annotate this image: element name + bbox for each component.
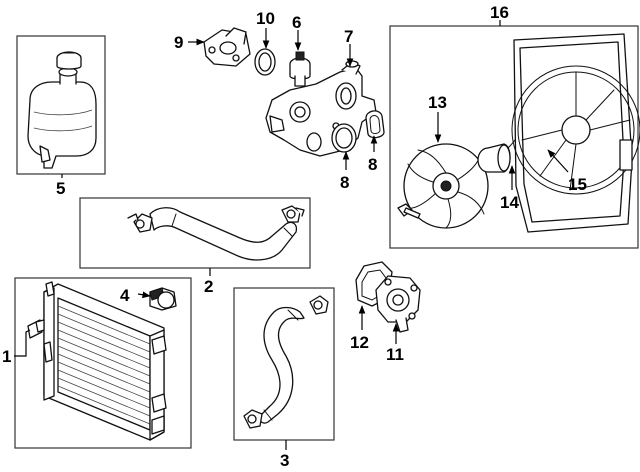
callout-12: 12 (350, 333, 369, 352)
fan-shroud (511, 33, 640, 233)
lower-hose-group-frame (233, 287, 335, 441)
upper-radiator-hose (149, 207, 298, 261)
callout-9: 9 (174, 33, 183, 52)
upper-hose-clamp-right (281, 205, 305, 223)
callout-15: 15 (568, 175, 587, 194)
callout-8-left: 8 (340, 173, 349, 192)
callout-8-right: 8 (368, 155, 377, 174)
callout-7: 7 (344, 27, 353, 46)
coolant-housing (265, 60, 377, 157)
reservoir-group-frame (16, 35, 106, 175)
radiator (43, 281, 167, 441)
callout-10: 10 (256, 9, 275, 28)
fan-motor (477, 119, 527, 173)
reservoir-cap (56, 51, 82, 70)
upper-hose-clamp-left (127, 213, 153, 233)
callout-13: 13 (428, 93, 447, 112)
callout-2: 2 (204, 277, 213, 296)
lower-radiator-hose (258, 306, 305, 424)
water-pump (375, 275, 421, 333)
callout-5: 5 (56, 179, 65, 198)
callout-6: 6 (292, 13, 301, 32)
outlet-gasket (254, 48, 276, 76)
upper-hose-group-frame (79, 197, 311, 269)
callout-14: 14 (500, 193, 519, 212)
fan-assembly-group-frame (389, 25, 639, 249)
callout-4: 4 (120, 286, 130, 305)
callout-16: 16 (490, 3, 509, 22)
housing-gasket-right (365, 110, 385, 139)
callout-3: 3 (280, 451, 289, 470)
radiator-mount-bracket (27, 319, 45, 339)
callout-11: 11 (386, 345, 404, 364)
fan-retaining-bolt (397, 203, 421, 219)
radiator-cap (149, 287, 177, 311)
water-outlet-fitting (203, 27, 251, 67)
lower-hose-clamp-bottom (243, 409, 263, 429)
callout-1: 1 (2, 347, 11, 366)
radiator-group-frame (14, 277, 192, 449)
thermostat (289, 51, 311, 87)
coolant-reservoir (27, 67, 97, 169)
cooling-fan-blade (403, 143, 489, 229)
callout-leaders (14, 20, 569, 450)
housing-gasket-left (331, 123, 357, 153)
lower-hose-clamp-top (309, 295, 329, 315)
